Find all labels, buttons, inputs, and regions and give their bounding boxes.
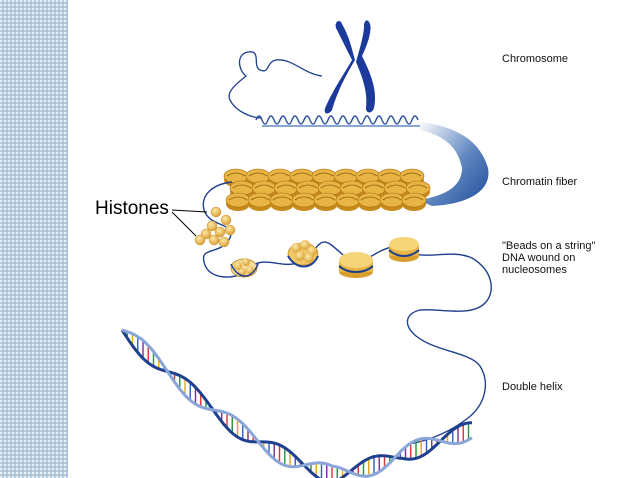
histone-bead — [206, 220, 218, 232]
nucleosome — [338, 252, 374, 278]
histone-bead — [208, 234, 220, 246]
histone-bead — [224, 224, 236, 236]
fiber-nucleosome — [289, 168, 315, 187]
histone-bead — [214, 226, 226, 238]
label-chromosome: Chromosome — [502, 53, 569, 65]
histone-bead — [210, 206, 222, 218]
fiber-nucleosome — [313, 192, 339, 211]
double-helix — [120, 328, 473, 478]
fiber-nucleosome — [401, 192, 427, 211]
chromatin-fiber — [223, 168, 431, 211]
histones-pointer-1 — [171, 209, 208, 213]
fiber-nucleosome — [291, 192, 317, 211]
chromatin-diagram — [120, 20, 492, 478]
helix-strand — [121, 328, 473, 478]
helix-strand — [120, 329, 473, 478]
histone-cluster — [194, 206, 236, 248]
fiber-nucleosome — [335, 192, 361, 211]
nucleosome — [287, 240, 319, 268]
histone-bead — [194, 234, 206, 246]
label-histones: Histones — [95, 198, 169, 219]
label-double-helix: Double helix — [502, 381, 563, 393]
nucleosome — [388, 237, 420, 262]
decorative-sidebar — [0, 0, 68, 478]
zoom-ribbon — [418, 122, 489, 206]
chromosome — [324, 20, 376, 114]
fiber-nucleosome — [383, 180, 409, 199]
label-chromatin-fiber: Chromatin fiber — [502, 176, 578, 188]
dna-thread-middle — [202, 181, 492, 445]
label-beads-on-a-string: "Beads on a string" DNA wound on nucleos… — [502, 240, 596, 276]
solenoid-coil — [255, 115, 419, 125]
histone-bead — [220, 214, 232, 226]
fiber-nucleosome — [225, 192, 251, 211]
fiber-nucleosome — [357, 192, 383, 211]
dna-thread-top — [228, 51, 323, 119]
fiber-nucleosome — [379, 192, 405, 211]
fiber-nucleosome — [247, 192, 273, 211]
fiber-nucleosome — [269, 192, 295, 211]
nucleosome — [230, 258, 259, 278]
histones-pointer-2 — [171, 211, 197, 237]
histone-bead — [218, 236, 230, 248]
